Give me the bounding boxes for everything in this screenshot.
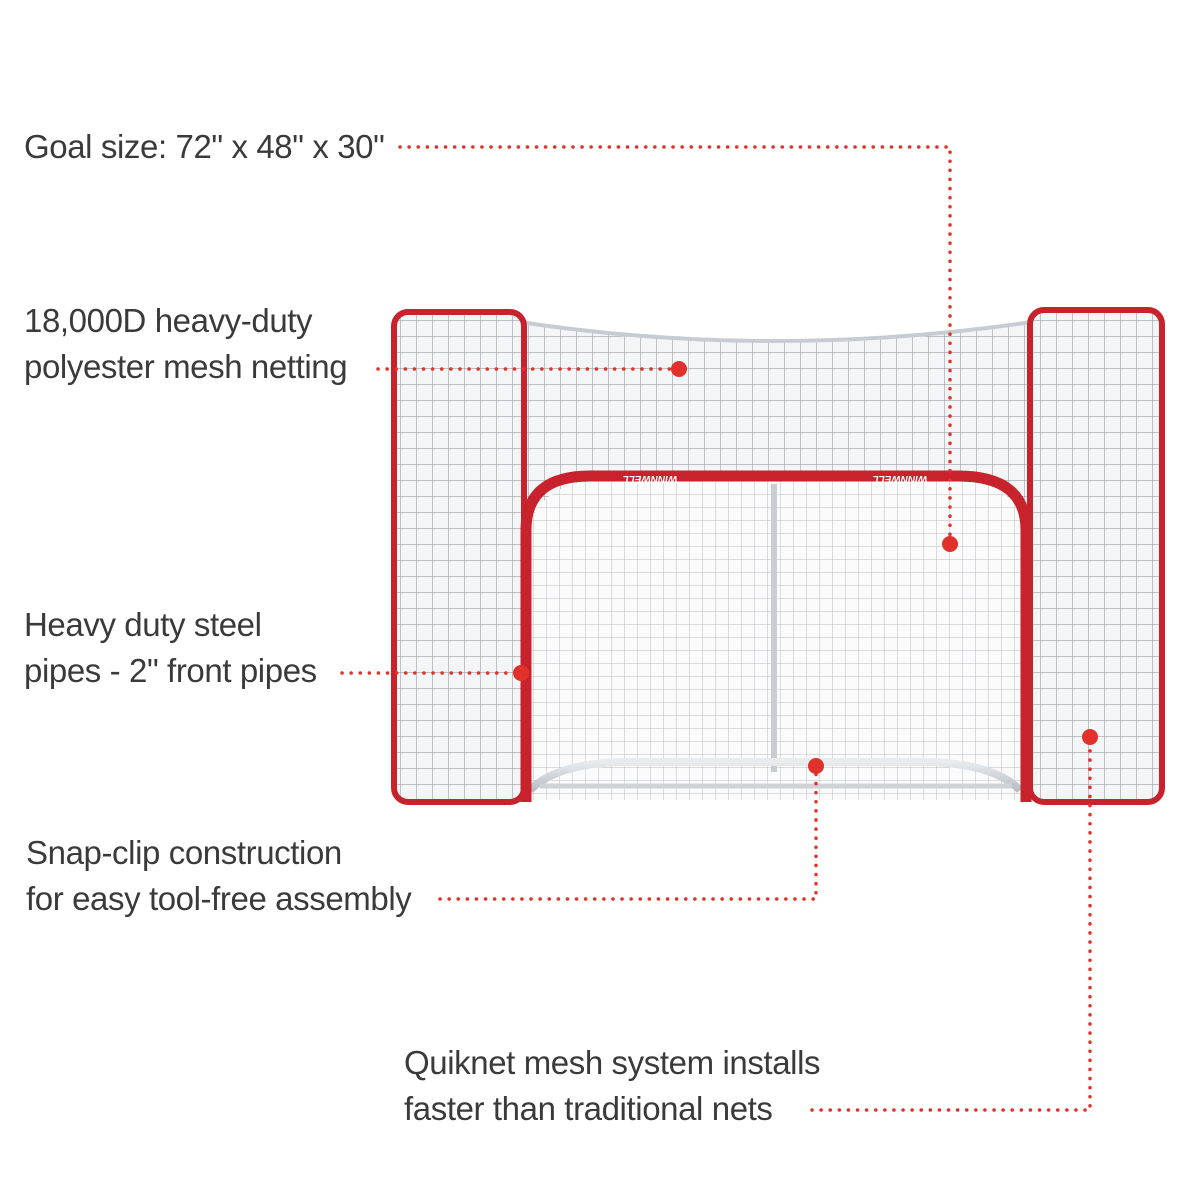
- goal-net: [528, 478, 1024, 800]
- callout-quiknet-line-1: Quiknet mesh system installs: [404, 1044, 821, 1081]
- brand-marking-left: WINNWELL: [623, 473, 678, 484]
- callout-dots: [513, 361, 1098, 774]
- callout-steel-pipes-line-2: pipes - 2" front pipes: [24, 652, 317, 689]
- callout-steel-pipes: Heavy duty steel pipes - 2" front pipes: [24, 602, 317, 694]
- callout-quiknet-line-2: faster than traditional nets: [404, 1090, 773, 1127]
- goal-frame: WINNWELL WINNWELL: [520, 470, 1032, 802]
- callout-dot-goal-size: [942, 536, 958, 552]
- callout-line-snapclip: [438, 764, 818, 901]
- callout-snap-clip-line-2: for easy tool-free assembly: [26, 880, 412, 917]
- callout-snap-clip: Snap-clip construction for easy tool-fre…: [26, 830, 412, 922]
- callout-mesh-netting-line-1: 18,000D heavy-duty: [24, 302, 313, 339]
- brand-marking-right: WINNWELL: [873, 473, 928, 484]
- left-side-panel: [391, 309, 527, 805]
- callout-line-goal-size: [398, 145, 952, 545]
- right-side-panel: [1027, 307, 1165, 805]
- callout-goal-size-line-1: Goal size: 72" x 48" x 30": [24, 128, 385, 165]
- callout-steel-pipes-line-1: Heavy duty steel: [24, 606, 262, 643]
- callout-goal-size: Goal size: 72" x 48" x 30": [24, 124, 385, 170]
- callout-dot-snapclip: [808, 758, 824, 774]
- callout-line-quiknet: [810, 735, 1092, 1112]
- callout-dot-mesh: [671, 361, 687, 377]
- callout-lines: [340, 145, 1092, 1112]
- callout-mesh-netting: 18,000D heavy-duty polyester mesh nettin…: [24, 298, 348, 390]
- callout-mesh-netting-line-2: polyester mesh netting: [24, 348, 348, 385]
- callout-dot-quiknet: [1082, 729, 1098, 745]
- callout-quiknet: Quiknet mesh system installs faster than…: [404, 1040, 821, 1132]
- goal-base-frame: [527, 757, 1023, 793]
- callout-snap-clip-line-1: Snap-clip construction: [26, 834, 342, 871]
- callout-dot-pipes: [513, 665, 529, 681]
